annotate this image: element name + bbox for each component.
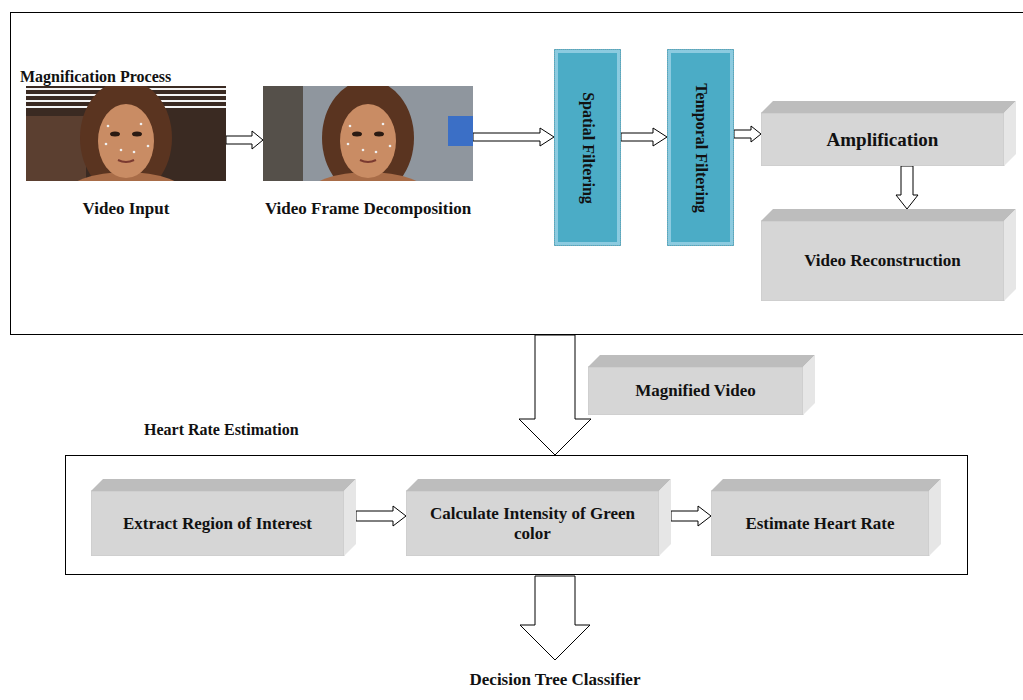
box-label: Video Reconstruction — [761, 221, 1004, 301]
landmark-dot — [349, 125, 352, 128]
landmark-dot — [375, 151, 378, 154]
output-label: Decision Tree Classifier — [470, 670, 641, 690]
process-box: Estimate Heart Rate — [711, 479, 941, 556]
photo-bg — [448, 116, 473, 146]
landmark-dot — [147, 145, 150, 148]
eye — [110, 132, 120, 137]
face — [98, 104, 154, 178]
box-side — [659, 479, 671, 556]
block-arrow — [671, 506, 711, 526]
image-caption: Video Input — [83, 199, 170, 219]
hair — [80, 86, 172, 181]
process-box: Amplification — [761, 101, 1016, 166]
box-top — [91, 479, 356, 491]
box-top — [588, 355, 815, 367]
landmark-dot — [140, 123, 143, 126]
video-frame-image — [26, 86, 226, 181]
group-heading: Heart Rate Estimation — [144, 421, 299, 439]
mouth — [118, 160, 134, 162]
output-arrow — [520, 576, 590, 660]
box-side — [803, 355, 815, 415]
box-side — [1004, 209, 1016, 301]
eye — [352, 132, 362, 137]
box-front — [91, 491, 344, 556]
landmark-dot — [347, 143, 350, 146]
box-label: Amplification — [761, 113, 1004, 166]
block-arrow — [356, 506, 406, 526]
box-side — [344, 479, 356, 556]
block-arrow — [226, 131, 263, 149]
block-arrow — [896, 166, 918, 209]
video-input: Video Input — [26, 86, 226, 181]
process-box: Video Reconstruction — [761, 209, 1016, 301]
estimation-group: Heart Rate EstimationExtract Region of I… — [65, 455, 968, 575]
box-front — [406, 491, 659, 556]
box-front — [588, 367, 803, 415]
landmark-dot — [133, 151, 136, 154]
group-heading: Magnification Process — [20, 68, 171, 86]
process-group: Magnification ProcessVideo InputVideo Fr… — [10, 12, 1023, 335]
box-front — [711, 491, 929, 556]
box-front — [761, 113, 1004, 166]
block-arrow — [519, 335, 591, 455]
box-top — [711, 479, 941, 491]
filter-box: Spatial Filtering — [554, 49, 621, 246]
box-label: Magnified Video — [588, 367, 803, 415]
hair — [322, 86, 414, 181]
box-label: Calculate Intensity of Green color — [406, 491, 659, 556]
landmark-dot — [105, 143, 108, 146]
landmark-dot — [120, 149, 123, 152]
mouth — [360, 160, 376, 162]
box-label: Spatial Filtering — [579, 92, 597, 204]
output-box: Magnified Video — [588, 355, 815, 415]
image-caption: Video Frame Decomposition — [265, 199, 471, 219]
landmark-dot — [107, 125, 110, 128]
block-arrow — [621, 128, 667, 146]
process-box: Calculate Intensity of Green color — [406, 479, 671, 556]
block-arrow — [473, 128, 554, 146]
filter-box: Temporal Filtering — [667, 49, 734, 246]
video-frame-image — [263, 86, 473, 181]
block-arrow — [734, 126, 761, 142]
face — [340, 104, 396, 178]
box-label: Extract Region of Interest — [91, 491, 344, 556]
landmark-dot — [382, 123, 385, 126]
photo-bg — [263, 86, 303, 181]
landmark-dot — [389, 145, 392, 148]
eye — [132, 132, 142, 137]
box-top — [406, 479, 671, 491]
process-box: Extract Region of Interest — [91, 479, 356, 556]
landmark-dot — [362, 149, 365, 152]
eye — [374, 132, 384, 137]
box-label: Estimate Heart Rate — [711, 491, 929, 556]
box-side — [1004, 101, 1016, 166]
box-front — [761, 221, 1004, 301]
frame-decomposition: Video Frame Decomposition — [263, 86, 473, 181]
box-top — [761, 101, 1016, 113]
box-top — [761, 209, 1016, 221]
box-side — [929, 479, 941, 556]
photo-bg — [26, 116, 86, 181]
box-label: Temporal Filtering — [692, 83, 710, 213]
